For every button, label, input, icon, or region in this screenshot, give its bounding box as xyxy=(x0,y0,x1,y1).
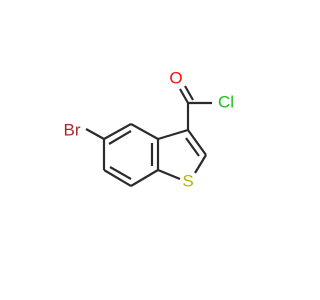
bond-c2-s xyxy=(194,154,207,174)
bond-c3-c2-inner xyxy=(185,137,200,157)
atom-label-o: O xyxy=(169,69,182,88)
bond-c6-c7 xyxy=(103,169,132,187)
bond-c3a-c3 xyxy=(157,128,189,141)
bond-c3a-c4 xyxy=(130,123,159,140)
bond-s-c7a xyxy=(157,168,181,181)
bond-carbonyl-o-second xyxy=(184,85,194,101)
atom-labels: Br O Cl S xyxy=(64,69,235,191)
bond-c6-c7-inner xyxy=(109,166,132,180)
bonds xyxy=(85,85,212,187)
atom-label-s: S xyxy=(182,172,193,191)
bond-carbonyl-o xyxy=(179,88,189,104)
atom-label-cl: Cl xyxy=(218,93,234,112)
bond-c4-c5-inner xyxy=(108,130,132,145)
bond-c3-c2 xyxy=(187,129,207,156)
atom-label-br: Br xyxy=(64,121,81,140)
molecule-structure: Br O Cl S xyxy=(64,69,235,191)
bond-c7-c7a xyxy=(130,169,159,187)
bond-c4-c5 xyxy=(103,123,132,140)
bond-c5-br xyxy=(85,128,105,140)
